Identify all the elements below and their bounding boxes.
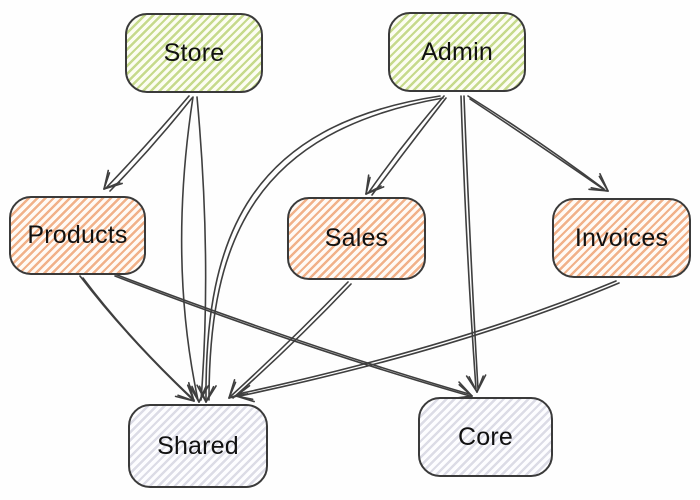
node-label-core: Core (458, 422, 513, 451)
edge-products-shared (79, 275, 195, 402)
edge-sales-shared (228, 281, 352, 399)
edge-admin-shared (196, 95, 444, 403)
node-label-shared: Shared (157, 431, 239, 460)
node-store[interactable]: Store (125, 13, 263, 93)
edge-store-products (103, 95, 193, 192)
edge-admin-core (460, 95, 487, 393)
node-shared[interactable]: Shared (128, 404, 268, 488)
node-label-invoices: Invoices (574, 223, 669, 252)
edge-invoices-shared (235, 280, 620, 403)
node-label-products: Products (27, 221, 128, 249)
edge-store-shared (180, 96, 210, 403)
node-label-admin: Admin (421, 37, 493, 66)
node-label-sales: Sales (324, 224, 389, 252)
node-products[interactable]: Products (9, 196, 146, 275)
node-admin[interactable]: Admin (388, 12, 526, 92)
node-label-store: Store (163, 38, 225, 67)
node-core[interactable]: Core (418, 397, 553, 477)
edge-admin-invoices (467, 95, 609, 192)
node-invoices[interactable]: Invoices (552, 198, 691, 278)
edge-admin-sales (365, 95, 447, 196)
node-sales[interactable]: Sales (287, 197, 426, 280)
